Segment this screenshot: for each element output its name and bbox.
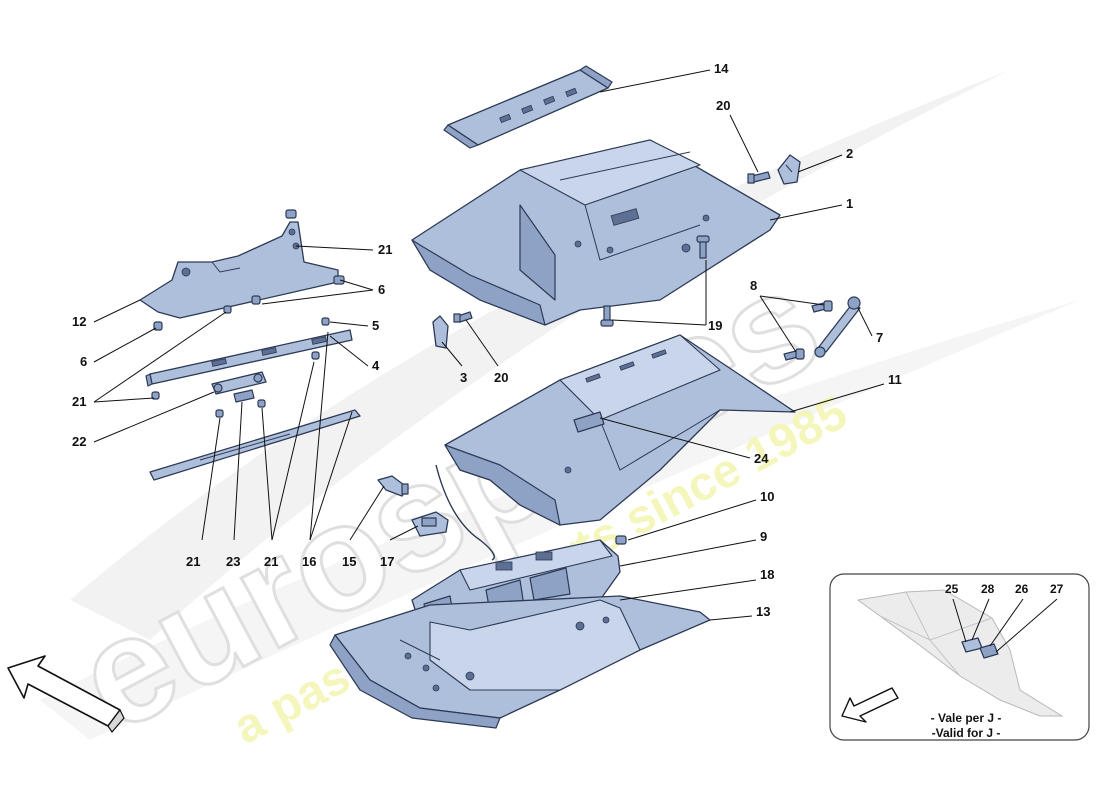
inset-callout-28: 28 — [981, 582, 995, 596]
callout-15: 15 — [342, 554, 356, 569]
callout-24: 24 — [754, 451, 769, 466]
part-15-switch — [377, 475, 409, 497]
inset-direction-arrow-icon — [841, 687, 899, 723]
callout-12: 12 — [72, 314, 86, 329]
callout-16: 16 — [302, 554, 316, 569]
inset-note-italian: - Vale per J - — [931, 711, 1002, 725]
callout-10: 10 — [760, 489, 774, 504]
callout-23: 23 — [226, 554, 240, 569]
callout-14: 14 — [714, 61, 729, 76]
part-4-rail — [145, 329, 353, 387]
part-23-pad — [233, 389, 255, 403]
callout-1: 1 — [846, 196, 853, 211]
callout-19: 19 — [708, 318, 722, 333]
part-14-upper-trim — [443, 65, 613, 149]
part-12-bracket — [139, 221, 339, 319]
callout-6-right: 6 — [378, 282, 385, 297]
inset-ghost-liner — [856, 589, 1064, 717]
callout-4: 4 — [372, 358, 380, 373]
small-screws-left — [151, 209, 345, 418]
screw-20-upper — [747, 171, 771, 184]
inset-panel: 25 28 26 27 - Vale per J - -Valid for J … — [829, 573, 1090, 741]
callout-18: 18 — [760, 567, 774, 582]
part-3-bracket — [432, 315, 449, 349]
part-11-liner — [444, 334, 796, 526]
callout-21-bottom-b: 21 — [264, 554, 278, 569]
callout-20-upper: 20 — [716, 98, 730, 113]
inset-callout-25: 25 — [945, 582, 959, 596]
inset-callout-27: 27 — [1050, 582, 1064, 596]
callout-6-left: 6 — [80, 354, 87, 369]
callout-8: 8 — [750, 278, 757, 293]
callout-5: 5 — [372, 318, 379, 333]
part-1-glovebox-housing — [411, 139, 781, 326]
callout-20-lower: 20 — [494, 370, 508, 385]
screw-19-pair — [600, 235, 710, 327]
callout-13: 13 — [756, 604, 770, 619]
inset-note-english: -Valid for J - — [932, 726, 1001, 740]
leader-lines — [93, 69, 885, 621]
callout-2: 2 — [846, 146, 853, 161]
callout-17: 17 — [380, 554, 394, 569]
part-10-screw — [615, 535, 627, 545]
cable — [435, 464, 495, 561]
callout-21-left: 21 — [72, 394, 86, 409]
part-17-lock — [411, 511, 449, 537]
part-7-gas-strut — [814, 296, 861, 358]
callout-21-top: 21 — [378, 242, 392, 257]
callout-3: 3 — [460, 370, 467, 385]
part-13-glovebox-door — [329, 595, 711, 729]
callout-labels: 14 20 2 1 21 6 12 6 5 4 21 22 8 7 19 3 2… — [72, 61, 902, 619]
callout-21-bottom-a: 21 — [186, 554, 200, 569]
screw-20-lower — [453, 311, 473, 323]
main-direction-arrow-icon — [7, 655, 125, 733]
callout-22: 22 — [72, 434, 86, 449]
part-22-clip — [211, 371, 267, 395]
inset-callout-26: 26 — [1015, 582, 1029, 596]
callout-7: 7 — [876, 330, 883, 345]
callout-11: 11 — [888, 372, 902, 387]
part-16-strip — [149, 409, 361, 481]
callout-9: 9 — [760, 529, 767, 544]
